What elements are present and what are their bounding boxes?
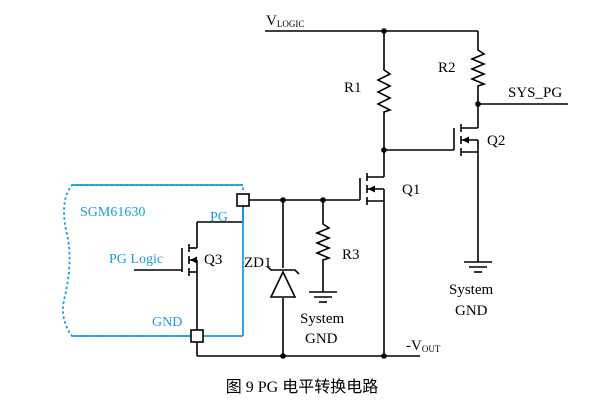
gnd-pin-box bbox=[190, 329, 204, 343]
chip-outline bbox=[62, 184, 244, 337]
junction-dot bbox=[475, 101, 481, 107]
junction-dot bbox=[320, 197, 326, 203]
gnd2-label-line1: System bbox=[449, 282, 494, 298]
resistor-r1 bbox=[376, 64, 393, 116]
q1-arrow bbox=[368, 185, 375, 193]
gnd2-label-line2: GND bbox=[455, 303, 488, 319]
chip-pg-logic-label: PG Logic bbox=[109, 252, 163, 267]
vlogic-label: VLOGIC bbox=[266, 13, 304, 29]
wires bbox=[134, 30, 568, 357]
junctions bbox=[280, 28, 481, 359]
junction-dot bbox=[280, 197, 286, 203]
zd1-label: ZD1 bbox=[244, 255, 272, 271]
r2-label: R2 bbox=[438, 60, 456, 76]
gnd1-label-line1: System bbox=[300, 311, 345, 327]
chip-gnd-pin-label: GND bbox=[152, 315, 182, 330]
gnd1-label-line2: GND bbox=[305, 331, 338, 347]
resistors bbox=[314, 46, 487, 262]
junction-dot bbox=[381, 147, 387, 153]
vout-label: -VOUT bbox=[406, 338, 441, 354]
ground-symbol-1 bbox=[309, 291, 337, 303]
q1-label: Q1 bbox=[402, 182, 420, 198]
zener-diode-zd1 bbox=[266, 265, 300, 298]
junction-dot bbox=[381, 28, 387, 34]
q3-arrow bbox=[190, 256, 197, 264]
mosfet-q2 bbox=[453, 124, 479, 156]
q2-label: Q2 bbox=[487, 133, 505, 149]
r3-label: R3 bbox=[342, 247, 360, 263]
resistor-r3 bbox=[314, 220, 332, 262]
q2-arrow bbox=[462, 136, 469, 144]
chip-name-label: SGM61630 bbox=[80, 205, 145, 220]
figure-caption: 图 9 PG 电平转换电路 bbox=[226, 378, 378, 396]
q3-label: Q3 bbox=[204, 252, 222, 268]
junction-dot bbox=[280, 353, 286, 359]
sys-pg-label: SYS_PG bbox=[508, 85, 562, 101]
r1-label: R1 bbox=[344, 80, 362, 96]
resistor-r2 bbox=[469, 46, 487, 88]
chip-pg-pin-label: PG bbox=[210, 210, 228, 225]
ground-symbol-2 bbox=[464, 261, 492, 273]
pg-pin-box bbox=[236, 193, 250, 207]
junction-dot bbox=[381, 353, 387, 359]
mosfet-q1 bbox=[359, 172, 385, 206]
